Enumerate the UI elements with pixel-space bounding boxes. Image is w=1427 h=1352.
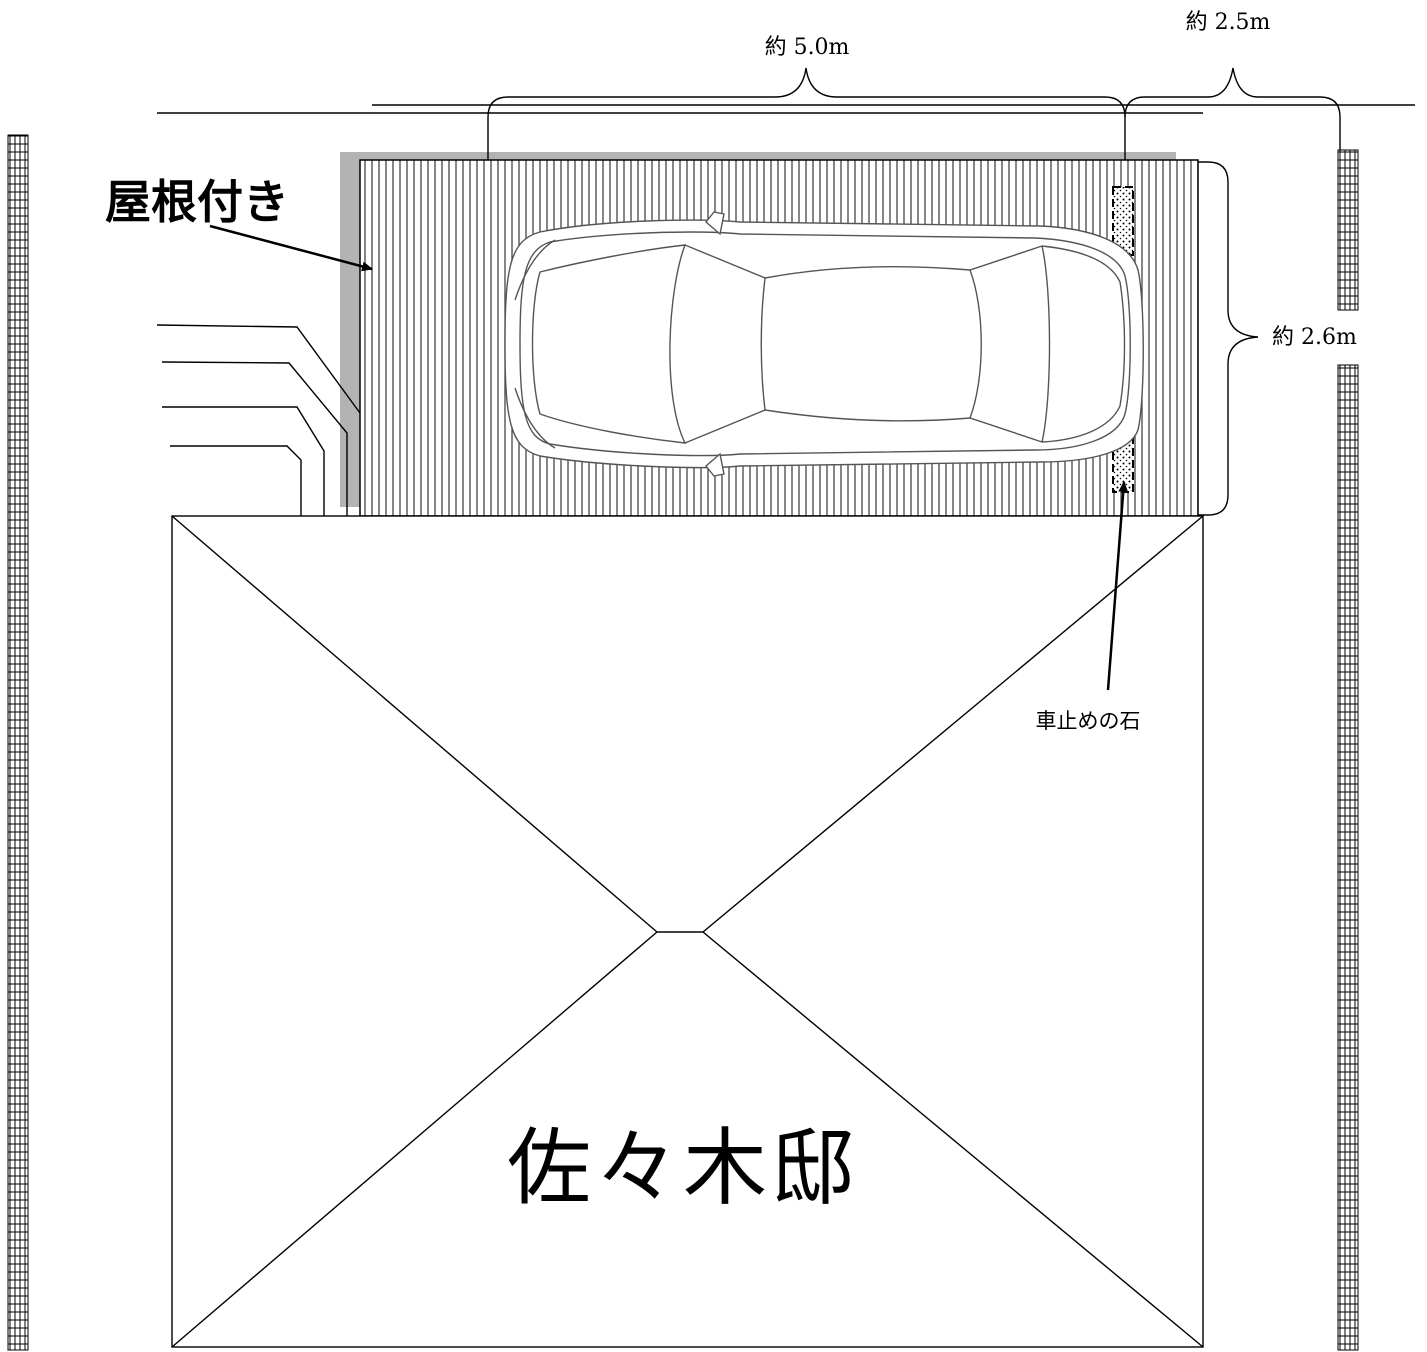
dimension-braces (487, 67, 1341, 516)
width-label: 約 2.6m (1272, 325, 1357, 350)
length-brace (487, 67, 1126, 160)
house-roof-plan (171, 515, 1204, 1348)
roof-arrow-icon (209, 224, 373, 272)
stopper-arrow-icon (1106, 481, 1129, 691)
stopper-label: 車止めの石 (1036, 709, 1141, 733)
roof-label: 屋根付き (105, 175, 289, 229)
left-fence (7, 134, 29, 1351)
right-fence-lower (1337, 364, 1359, 1351)
gap-label: 約 2.5m (1186, 10, 1271, 35)
car-top-view-icon (504, 211, 1144, 477)
driveway-lines (156, 324, 361, 516)
length-label: 約 5.0m (765, 35, 850, 60)
width-brace (1198, 161, 1259, 516)
right-fence (1337, 149, 1359, 1351)
house-label: 佐々木邸 (507, 1119, 859, 1217)
right-fence-upper (1337, 149, 1359, 311)
road-lines (157, 104, 1415, 114)
gap-brace (1124, 67, 1341, 150)
